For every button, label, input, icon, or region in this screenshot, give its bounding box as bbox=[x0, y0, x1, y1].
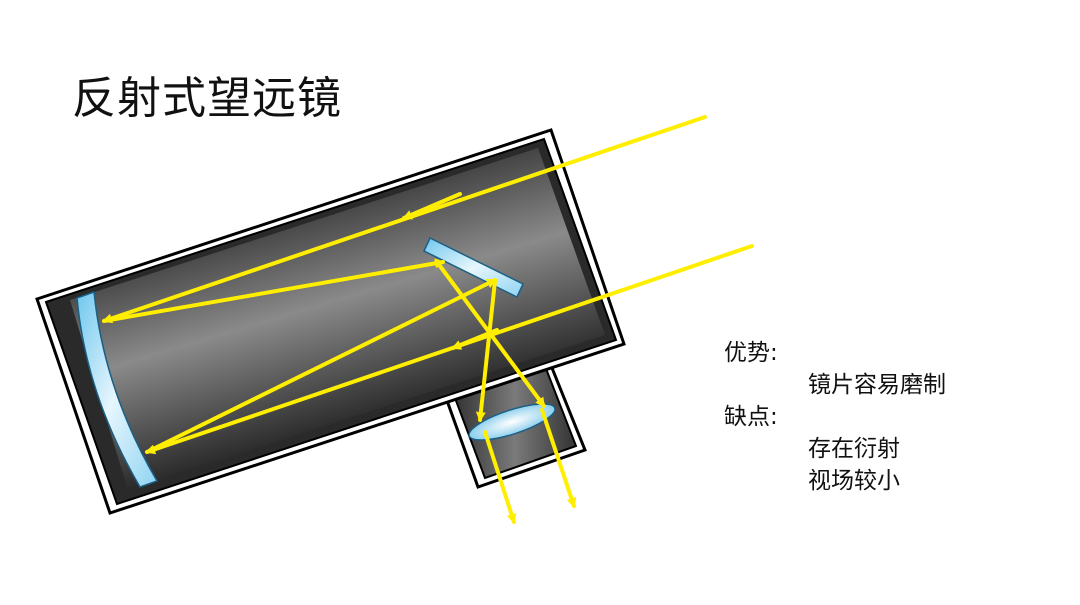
diverted-ray-left bbox=[475, 279, 497, 422]
reflected-ray-upper bbox=[102, 258, 445, 323]
disadvantage-item: 视场较小 bbox=[808, 468, 900, 494]
advantage-item: 镜片容易磨制 bbox=[808, 372, 946, 398]
reflected-ray-lower bbox=[145, 278, 497, 454]
incoming-ray-lower bbox=[145, 244, 754, 455]
exit-ray-left bbox=[483, 430, 517, 524]
exit-ray-right bbox=[540, 408, 577, 508]
disadvantage-item: 存在衍射 bbox=[808, 436, 900, 462]
telescope-tube bbox=[35, 128, 626, 515]
page-title: 反射式望远镜 bbox=[72, 73, 342, 124]
primary-mirror bbox=[76, 290, 159, 488]
diverted-ray-right bbox=[435, 260, 546, 408]
pros-cons-notes: 优势: 镜片容易磨制 缺点: 存在衍射 视场较小 bbox=[724, 337, 946, 497]
advantages-label: 优势: bbox=[724, 340, 778, 366]
eyepiece-lens bbox=[468, 403, 556, 441]
secondary-mirror bbox=[423, 236, 524, 299]
disadvantages-label: 缺点: bbox=[724, 404, 778, 430]
incoming-ray-upper-tail bbox=[402, 192, 462, 220]
light-rays bbox=[102, 115, 754, 524]
